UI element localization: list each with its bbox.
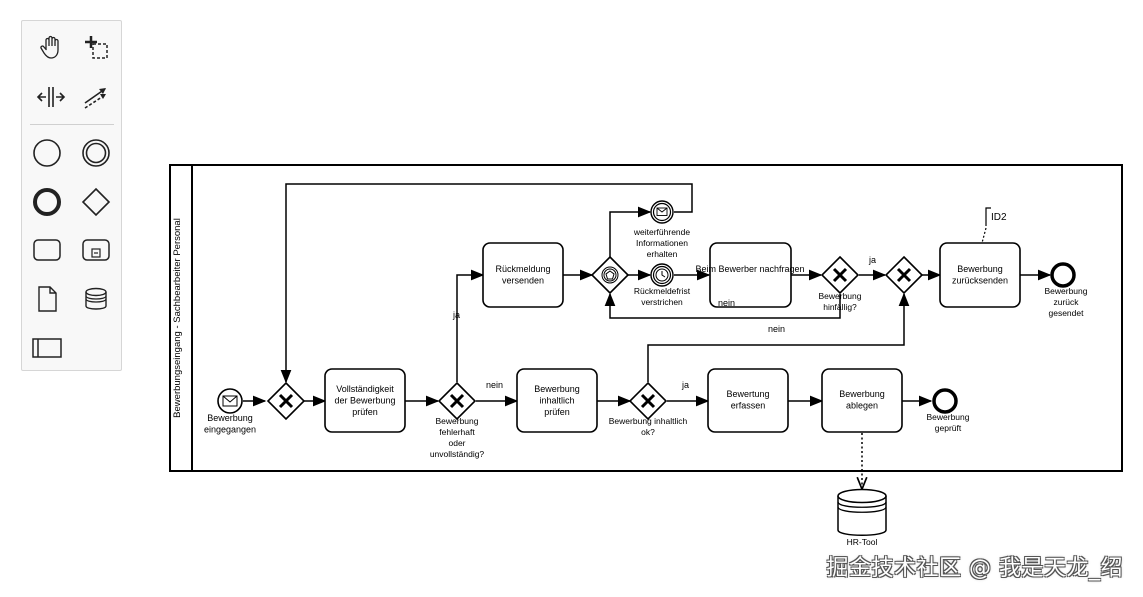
x-marker-icon (832, 267, 848, 283)
task-erfassen[interactable] (707, 368, 789, 433)
flow-label-ja-hinfaellig: ja (868, 255, 876, 265)
envelope-icon (222, 395, 238, 407)
x-marker-icon (896, 267, 912, 283)
task-icon[interactable] (28, 232, 66, 268)
label-datastore: HR-Tool (847, 537, 878, 547)
flow-gw-ja (456, 269, 485, 382)
x-marker-icon (449, 393, 465, 409)
gateway-icon[interactable] (77, 184, 115, 220)
envelope-icon (656, 207, 668, 216)
task-zuruecksenden[interactable] (939, 242, 1021, 308)
x-marker-icon (278, 393, 294, 409)
pool-label: Bewerbungseingang - Sachbearbeiter Perso… (172, 218, 183, 418)
gateway-merge-2[interactable] (884, 255, 924, 295)
hand-tool-icon[interactable] (32, 29, 70, 65)
flow-label-nein-hinfaellig: nein (718, 298, 735, 308)
flow-label-ja-inhaltlich: ja (681, 380, 689, 390)
palette-separator (30, 124, 114, 125)
flow-gwinh-nein (647, 292, 910, 382)
label-task-nachfragen: Beim Bewerber nachfragen (695, 264, 804, 274)
watermark: 掘金技术社区 @ 我是天龙_绍 (826, 556, 1123, 581)
pool-icon[interactable] (28, 330, 66, 366)
x-marker-icon (640, 393, 656, 409)
gateway-hinfaellig[interactable] (820, 255, 860, 295)
end-event-geprueft[interactable] (932, 388, 958, 414)
sequence-flows (243, 183, 1052, 407)
end-event-zurueck[interactable] (1050, 262, 1076, 288)
text-annotation[interactable]: ID2 (981, 207, 1007, 244)
start-event-icon[interactable] (28, 135, 66, 171)
flow-label-nein-right: nein (486, 380, 503, 390)
clock-icon (655, 268, 669, 282)
end-event-icon[interactable] (28, 184, 66, 220)
gateway-fehlerhaft[interactable] (437, 381, 477, 421)
flow-hinf-nein (604, 292, 841, 319)
data-store-icon[interactable] (77, 281, 115, 317)
datastore-hr-tool[interactable] (837, 488, 887, 536)
task-rueckmeldung[interactable] (482, 242, 564, 308)
flow-label-nein-inhaltlich: nein (768, 324, 785, 334)
flow-label-ja-up: ja (452, 310, 460, 320)
task-inhaltlich[interactable] (516, 368, 598, 433)
tool-palette (21, 20, 122, 371)
data-object-icon[interactable] (28, 281, 66, 317)
intermediate-event-icon[interactable] (77, 135, 115, 171)
event-based-gateway[interactable] (590, 255, 630, 295)
timer-catch-event[interactable] (650, 263, 674, 287)
lasso-tool-icon[interactable] (77, 29, 115, 65)
flow-ebg-msg (609, 206, 652, 257)
start-event[interactable] (217, 388, 243, 414)
task-vollstaendigkeit[interactable] (324, 368, 406, 433)
connect-tool-icon[interactable] (77, 79, 115, 115)
message-catch-event[interactable] (650, 200, 674, 224)
task-ablegen[interactable] (821, 368, 903, 433)
annotation-text: ID2 (991, 212, 1007, 223)
subprocess-icon[interactable] (77, 232, 115, 268)
flow-msg-loop (280, 183, 693, 384)
space-tool-icon[interactable] (32, 79, 70, 115)
gateway-inhaltlich[interactable] (628, 381, 668, 421)
pentagon-icon (605, 270, 615, 280)
gateway-merge[interactable] (266, 381, 306, 421)
task-nachfragen[interactable] (709, 242, 792, 308)
flow-labels: ja nein ja nein nein ja (452, 255, 876, 390)
